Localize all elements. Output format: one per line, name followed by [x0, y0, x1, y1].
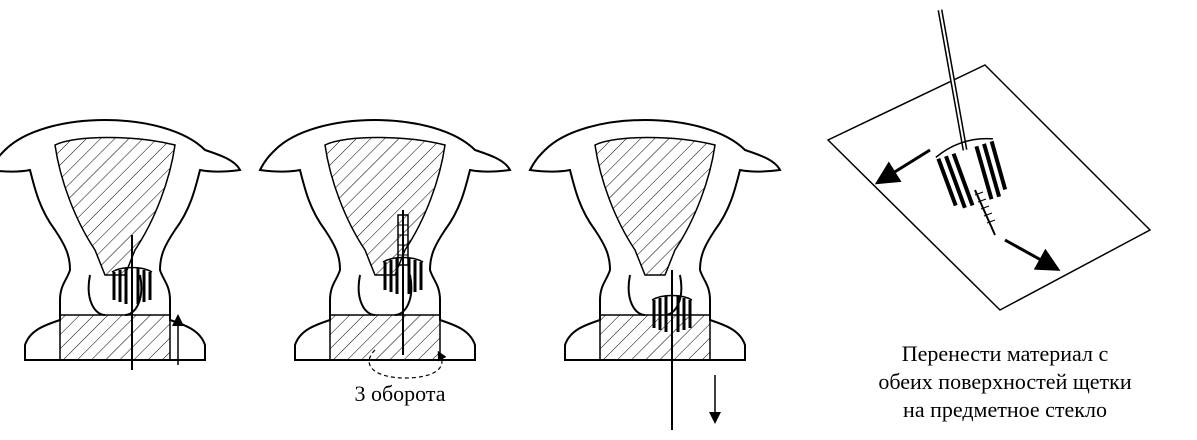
caption-transfer: Перенести материал с обеих поверхностей … — [820, 340, 1190, 424]
panel-3-removal — [530, 120, 780, 430]
panel-2-rotation — [260, 120, 510, 378]
panel-1-insertion — [0, 120, 240, 370]
caption-transfer-line-3: на предметное стекло — [820, 396, 1190, 424]
caption-transfer-line-1: Перенести материал с — [820, 340, 1190, 368]
caption-transfer-line-2: обеих поверхностей щетки — [820, 368, 1190, 396]
caption-rotations: 3 оборота — [300, 380, 500, 408]
panel-4-smear — [828, 10, 1150, 310]
